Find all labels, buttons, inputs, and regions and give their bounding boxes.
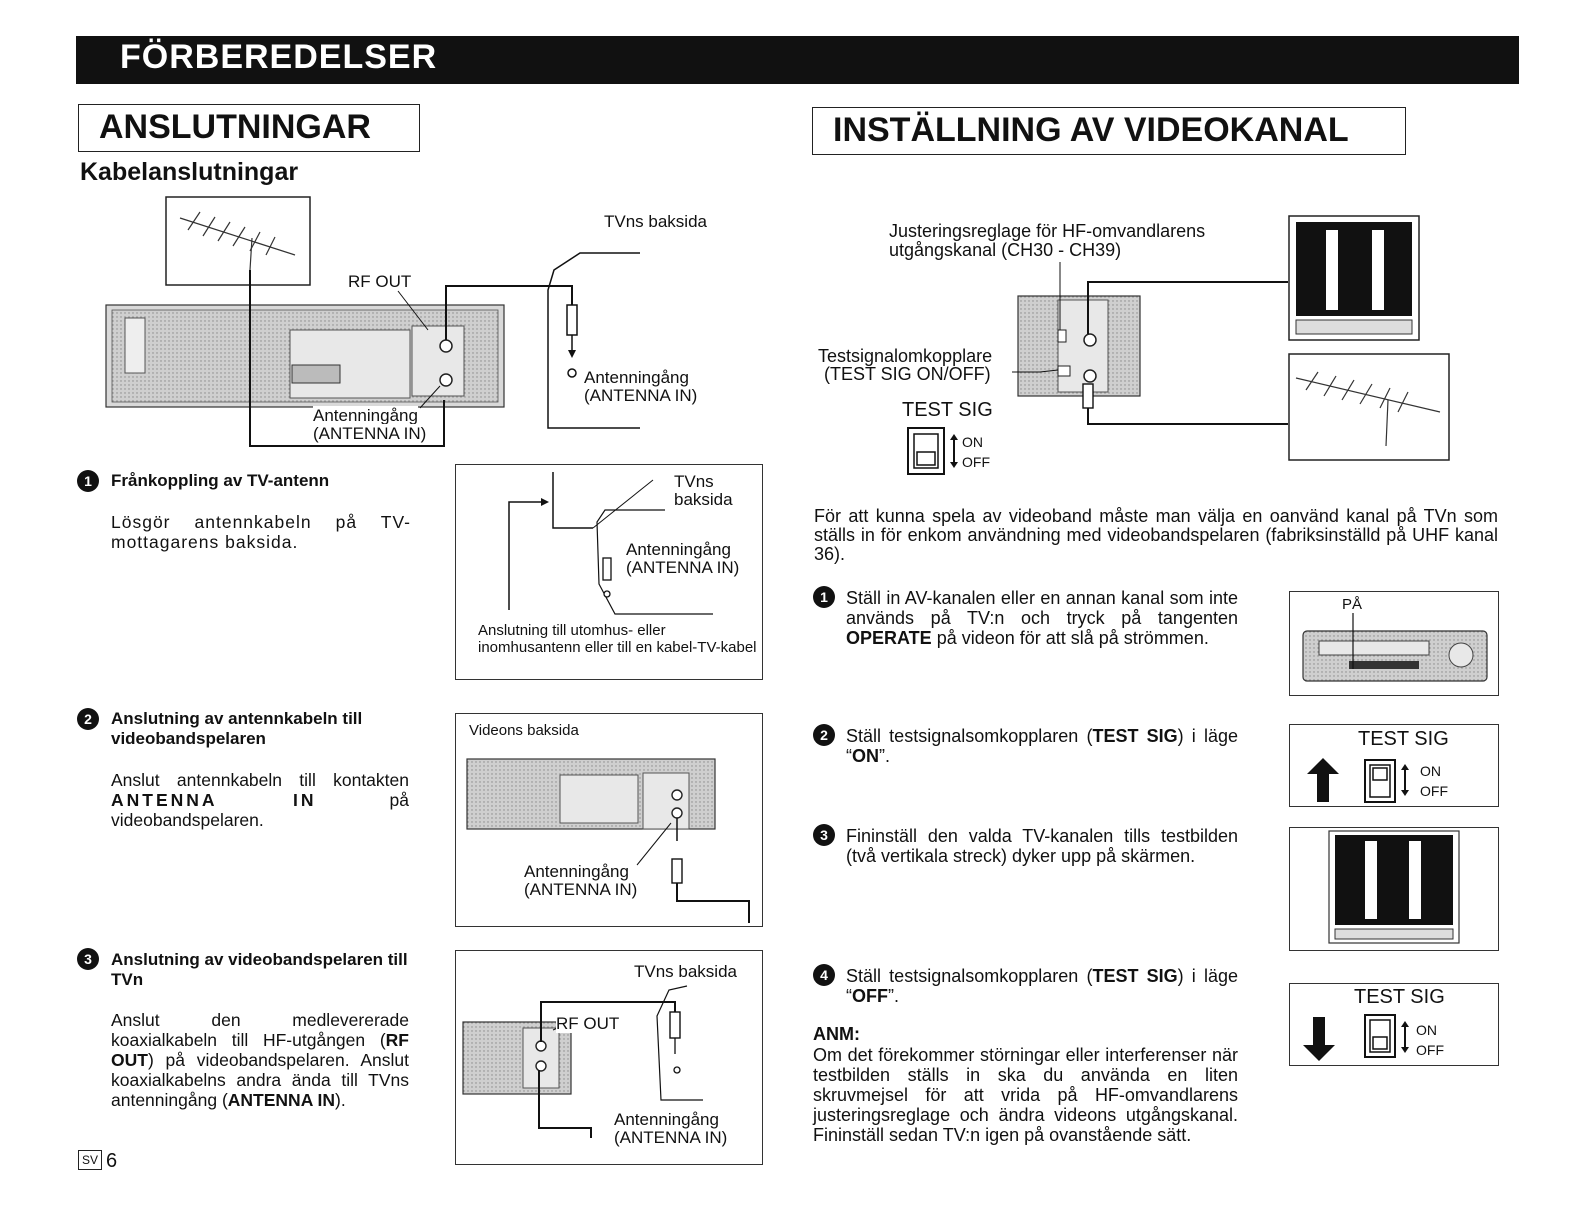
step-1-diagram [508,472,713,615]
right-step-2-panel-title: TEST SIG [1358,728,1449,750]
right-step-3-text: Fininställ den valda TV-kanalen tills te… [846,826,1238,866]
label-rf-out-main: RF OUT [348,272,412,291]
right-step-3-number: 3 [813,824,835,846]
step-2-label-antenna-1: Antenningång [524,862,629,881]
step-1-label-tv-back-2: baksida [674,490,733,509]
step-3-number: 3 [77,948,99,970]
right-step-4-on: ON [1416,1022,1437,1038]
label-adjust-2: utgångskanal (CH30 - CH39) [889,240,1122,260]
language-badge: SV [78,1150,102,1170]
label-adjust-1: Justeringsreglage för HF-omvandlarens [889,221,1206,241]
step-2-body: Anslut antennkabeln till kontakten ANTEN… [111,770,409,830]
right-step-2-number: 2 [813,724,835,746]
step-3-body: Anslut den medlevererade koaxialkabeln t… [111,1010,409,1110]
note-text: Om det förekommer störningar eller inter… [813,1045,1238,1145]
step-3-label-tv-back: TVns baksida [634,962,737,981]
step-2-label-antenna-2: (ANTENNA IN) [524,880,638,899]
antenna-icon [179,211,296,271]
page-header-title: FÖRBEREDELSER [120,38,438,76]
label-switch-off: OFF [962,454,990,470]
section-title-installning: INSTÄLLNING AV VIDEOKANAL [812,107,1406,155]
antenna-icon-right [1295,371,1441,447]
vcr-front-diagram [1302,613,1488,682]
label-antenna-in-vcr-1: Antenningång [313,406,418,425]
right-step-4-off: OFF [1416,1042,1444,1058]
label-antenna-in-tv-1: Antenningång [584,368,689,387]
right-step-1-panel-label: PÅ [1342,596,1363,613]
label-antenna-in-tv-2: (ANTENNA IN) [584,386,698,405]
right-step-4-text: Ställ testsignalsomkopplaren (TEST SIG) … [846,966,1238,1006]
label-antenna-in-vcr-2: (ANTENNA IN) [313,424,427,443]
video-channel-diagram [907,215,1450,475]
step-3-diagram [462,985,703,1138]
step-1-label-antenna-1: Antenningång [626,540,731,559]
right-step-2-on: ON [1420,763,1441,779]
step-3-label-antenna-2: (ANTENNA IN) [614,1128,728,1147]
test-picture-tv [1328,830,1460,944]
label-test-switch-1: Testsignalomkopplare [818,346,993,366]
note-title: ANM: [813,1024,860,1044]
label-test-switch-2: (TEST SIG ON/OFF) [824,364,991,384]
right-step-2-off: OFF [1420,783,1448,799]
right-step-4-number: 4 [813,964,835,986]
right-step-1-number: 1 [813,586,835,608]
subtitle-kabelanslutningar: Kabelanslutningar [80,158,299,186]
step-1-heading: Frånkoppling av TV-antenn [111,471,330,490]
label-test-sig: TEST SIG [902,399,993,421]
testsig-on-diagram [1307,758,1409,803]
label-switch-on: ON [962,434,983,450]
page-number: 6 [106,1150,118,1172]
header-bar [76,36,1519,84]
step-3-label-rf-out: RF OUT [556,1014,620,1033]
intro-text: För att kunna spela av videoband måste m… [814,506,1498,564]
step-2-diagram [466,758,750,923]
step-1-number: 1 [77,470,99,492]
arrow-up-icon [1307,758,1339,802]
testsig-off-diagram [1303,1014,1409,1061]
step-2-heading: Anslutning av antennkabeln till videoban… [111,709,363,748]
step-1-panel-caption: Anslutning till utomhus- eller inomhusan… [478,622,757,656]
step-3-heading: Anslutning av videobandspelaren till TVn [111,950,408,989]
right-step-4-panel-title: TEST SIG [1354,986,1445,1008]
step-1-label-antenna-2: (ANTENNA IN) [626,558,740,577]
step-1-label-tv-back-1: TVns [674,472,714,491]
step-3-label-antenna-1: Antenningång [614,1110,719,1129]
right-step-1-text: Ställ in AV-kanalen eller en annan kanal… [846,588,1238,648]
step-1-body: Lösgör antennkabeln på TV-mottagarens ba… [111,512,411,552]
step-2-panel-title: Videons baksida [469,722,579,739]
arrow-down-icon [1303,1017,1335,1061]
cable-connection-diagram [105,196,640,447]
right-step-2-text: Ställ testsignalsomkopplaren (TEST SIG) … [846,726,1238,766]
step-2-number: 2 [77,708,99,730]
label-tv-back-main: TVns baksida [604,212,707,231]
section-title-anslutningar: ANSLUTNINGAR [78,104,420,152]
